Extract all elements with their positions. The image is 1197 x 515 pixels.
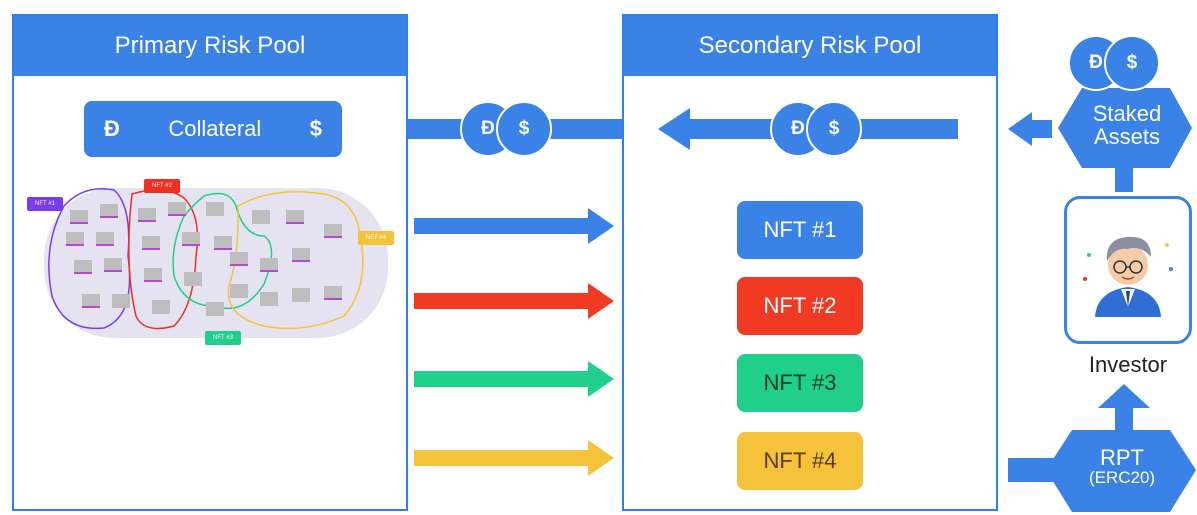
nft-box-3: NFT #3 [737,354,863,412]
staked-assets-label: Staked Assets [1092,101,1162,150]
rpt-up-arrow-shaft [1115,402,1133,432]
nft-arrow-green [414,371,590,387]
staked-investor-connector [1115,166,1133,192]
staked-inflow-arrow [1008,112,1032,146]
nft-cluster-diagram [44,188,388,338]
investor-avatar-icon [1083,236,1173,317]
nft-arrow-yellow [414,450,590,466]
nft-box-1: NFT #1 [737,201,863,259]
rpt-hexagon [1046,430,1196,512]
dollar-symbol: $ [309,116,322,141]
secondary-risk-pool-title: Secondary Risk Pool [624,16,996,76]
cluster-label-2: NFT #2 [144,179,180,193]
cluster-label-4: NFT #4 [358,231,394,245]
secondary-risk-pool-panel: Secondary Risk Pool [622,14,998,511]
nft-box-4: NFT #4 [737,432,863,490]
cluster-label-3: NFT #3 [205,331,241,345]
coin-pair-staked: Đ $ [1068,35,1160,91]
dollar-coin-icon: $ [496,101,552,157]
coin-pair-transfer-2: Đ $ [770,101,862,157]
rpt-inflow-bar [1008,458,1058,482]
nft-arrow-red [414,293,590,309]
dollar-coin-icon: $ [806,101,862,157]
rpt-label: RPT (ERC20) [1088,445,1156,488]
rpt-up-arrow-head [1098,384,1150,408]
primary-risk-pool-title: Primary Risk Pool [14,16,406,76]
nft-box-2: NFT #2 [737,277,863,335]
nft-arrow-blue [414,218,590,234]
staked-assets-hexagon [1058,88,1192,168]
collateral-label: Collateral [168,116,262,141]
coin-pair-transfer-1: Đ $ [460,101,552,157]
dai-symbol: Đ [104,116,120,141]
collateral-box: Đ Collateral $ [84,101,342,157]
investor-card [1064,196,1192,344]
investor-label: Investor [1088,352,1168,377]
dollar-coin-icon: $ [1104,35,1160,91]
cluster-label-1: NFT #1 [27,197,63,211]
